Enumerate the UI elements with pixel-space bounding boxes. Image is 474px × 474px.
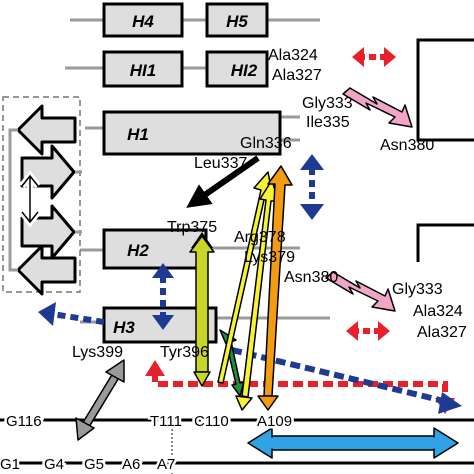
navy-arrowhead-long [438,392,462,414]
helix-h3-label: H3 [113,318,135,337]
navy-double-arrow-right [300,154,324,220]
helix-h5-label: H5 [226,12,248,31]
helix-h1-label: H1 [127,125,149,144]
label-trp375: Trp375 [167,219,217,236]
label-ala324-mid: Ala324 [413,303,463,320]
label-arg378: Arg378 [234,229,286,246]
label-ala327-top: Ala327 [272,67,322,84]
red-arrowhead-left [145,360,165,376]
label-ala327-mid: Ala327 [417,324,467,341]
label-ile335: Ile335 [306,114,350,131]
red-dashed-path-bottom [152,372,448,402]
helix-h4 [102,2,184,38]
label-g4: G4 [44,456,64,473]
dna-base-labels-upper: G116 T111 C110 A109 [4,411,295,433]
helix-boxes [102,2,282,344]
label-lys379: Lys379 [244,249,295,266]
label-tyr396: Tyr396 [160,344,209,361]
navy-dashed-arrow-outward [51,311,105,325]
label-g1: G1 [0,456,20,473]
helix-hi2-label: HI2 [231,61,258,80]
label-gln336: Gln336 [240,135,292,152]
helix-hi1 [102,50,184,88]
navy-double-arrow-left [152,263,174,330]
beta-connectors [8,128,82,272]
beta-double-arrow-outline [21,174,39,224]
dna-base-labels-lower: G1 G4 G5 A6 A7 [0,454,178,474]
helix-hi1-label: HI1 [130,61,156,80]
navy-arrowhead-outward [38,302,56,326]
beta-strand-4 [16,244,77,296]
label-leu337: Leu337 [194,155,247,172]
label-gly333-top: Gly333 [302,95,353,112]
helix-h4-label: H4 [132,12,154,31]
label-c110: C110 [194,413,229,430]
label-asn380-top: Asn380 [380,137,434,154]
orange-arrow [257,165,293,411]
sky-double-arrow [247,427,459,459]
helix-hi2 [205,50,269,88]
olive-arrow [189,232,215,387]
helix-h1 [102,110,282,156]
red-double-arrow-top [352,47,396,67]
red-double-arrow-mid [346,321,390,341]
gray-double-arrow [75,359,125,441]
label-a6: A6 [122,456,140,473]
label-asn380-mid: Asn380 [284,269,338,286]
label-lys399: Lys399 [72,344,123,361]
partner-bracket-top [416,38,474,142]
helix-h5 [205,2,269,38]
pink-zigzag-arrow-top [342,87,413,128]
pink-zigzag-arrow-mid [325,271,396,312]
beta-strand-1 [16,104,77,156]
label-t111: T111 [150,413,182,430]
partner-bracket-mid [416,223,474,262]
black-arrow [186,155,260,208]
label-a109: A109 [257,413,292,430]
label-a7: A7 [157,456,175,473]
label-g116: G116 [6,413,42,430]
yellow-arrow [217,171,273,384]
label-ala324-top: Ala324 [268,47,318,64]
helix-h2-label: H2 [127,241,149,260]
label-g5: G5 [84,456,104,473]
label-gly333-mid: Gly333 [392,281,443,298]
